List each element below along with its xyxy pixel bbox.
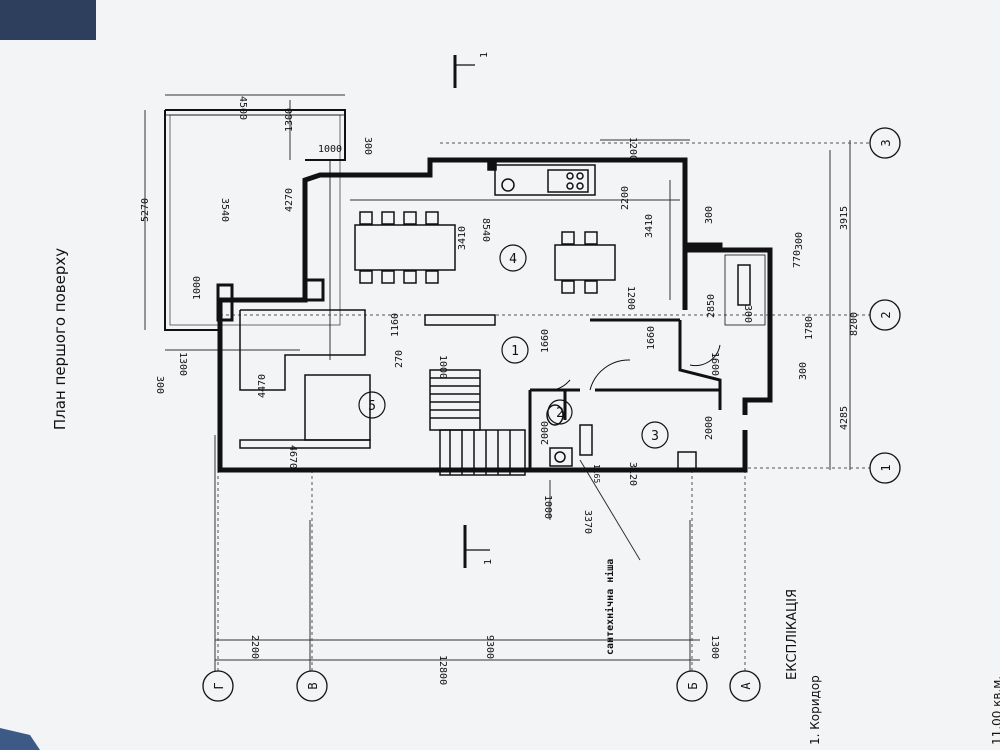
dim-2200-b: 2200: [249, 635, 260, 659]
axis-2: 2: [879, 311, 893, 318]
dim-4285: 4285: [839, 406, 850, 430]
dim-2850: 2850: [706, 294, 717, 318]
dim-1300-b: 1300: [177, 352, 188, 376]
plumbing-niche-label: сантехнічна ніша: [604, 559, 616, 655]
dim-300-d: 300: [794, 232, 805, 250]
axis-b: Б: [686, 682, 700, 689]
dim-770: 770: [792, 250, 803, 268]
dim-4470: 4470: [257, 374, 268, 398]
dim-300-b: 300: [704, 206, 715, 224]
axis-v: В: [306, 682, 320, 689]
section-marks: [453, 55, 490, 568]
section-label-bottom: 1: [483, 559, 494, 565]
dim-1160: 1160: [390, 313, 401, 337]
interior-walls: [528, 318, 722, 470]
room-marker-3: [641, 421, 669, 449]
dim-3120: 3120: [627, 462, 638, 486]
dim-3410-a: 3410: [457, 226, 468, 250]
dim-1660-a: 1660: [540, 329, 551, 353]
dim-1000: 1000: [318, 144, 342, 155]
dim-1200: 1200: [627, 137, 638, 161]
terrace-outline: [164, 109, 346, 331]
dim-3915: 3915: [839, 206, 850, 230]
room-number-4: 4: [509, 252, 517, 267]
dim-300: 300: [362, 137, 373, 155]
explication-item-1: 1. Коридор: [808, 675, 822, 745]
room-marker-5: [358, 391, 386, 419]
dim-12800: 12800: [437, 655, 448, 685]
dim-300-c: 300: [154, 376, 165, 394]
axis-g: Г: [212, 682, 226, 689]
dim-2000-a: 2000: [540, 421, 551, 445]
dim-300-e: 300: [742, 305, 753, 323]
room-numbers: 4 1 2 3 5: [368, 252, 659, 444]
room-marker-4: [499, 244, 527, 272]
dim-1600: 1600: [709, 352, 720, 376]
axis-1: 1: [879, 464, 893, 471]
room-marker-1: [501, 336, 529, 364]
table-surface-top: [0, 0, 96, 40]
room-number-1: 1: [511, 344, 519, 359]
dim-3540: 3540: [219, 198, 230, 222]
dim-1660-b: 1660: [646, 326, 657, 350]
section-mark-labels: 1 1: [479, 52, 494, 565]
plan-title: План першого поверху: [51, 247, 69, 431]
room-number-3: 3: [651, 429, 659, 444]
dim-1300: 1300: [284, 108, 295, 132]
dim-300-f: 300: [798, 362, 809, 380]
dim-1165: 1165: [592, 464, 601, 483]
explication-area-1: 11,00 кв.м.: [990, 675, 1000, 745]
dim-4500: 4500: [237, 96, 248, 120]
dim-1000-d: 1000: [542, 495, 553, 519]
furniture: [216, 161, 766, 476]
dim-9300: 9300: [484, 635, 495, 659]
dim-4670: 4670: [287, 445, 298, 469]
dim-8540: 8540: [480, 218, 491, 242]
axis-labels: 3 2 1 Г В Б А: [212, 139, 893, 689]
axis-bubbles: [202, 127, 901, 702]
dim-1000-c: 1000: [437, 355, 448, 379]
axis-a: А: [739, 682, 753, 690]
dim-3410-b: 3410: [644, 214, 655, 238]
dim-3370: 3370: [582, 510, 593, 534]
dim-1300-c: 1300: [709, 635, 720, 659]
explication-heading: ЕКСПЛІКАЦІЯ: [785, 589, 800, 680]
room-marker-2: [547, 399, 573, 425]
dimension-labels: 4500 1300 1000 300 1200 5270 3540 4270 8…: [140, 96, 860, 685]
dim-8200: 8200: [849, 312, 860, 336]
dim-1000-b: 1000: [192, 276, 203, 300]
dim-270: 270: [394, 350, 405, 368]
room-number-2: 2: [556, 406, 564, 421]
dim-1200-b: 1200: [625, 286, 636, 310]
dim-1780: 1780: [804, 316, 815, 340]
dim-5270: 5270: [140, 198, 151, 222]
dim-4270: 4270: [284, 188, 295, 212]
dim-2200: 2200: [620, 186, 631, 210]
section-label-top: 1: [479, 52, 490, 58]
room-markers: [358, 244, 669, 449]
exterior-walls: [217, 157, 773, 473]
room-number-5: 5: [368, 399, 376, 414]
axis-3: 3: [879, 139, 893, 146]
dim-2000-b: 2000: [704, 416, 715, 440]
